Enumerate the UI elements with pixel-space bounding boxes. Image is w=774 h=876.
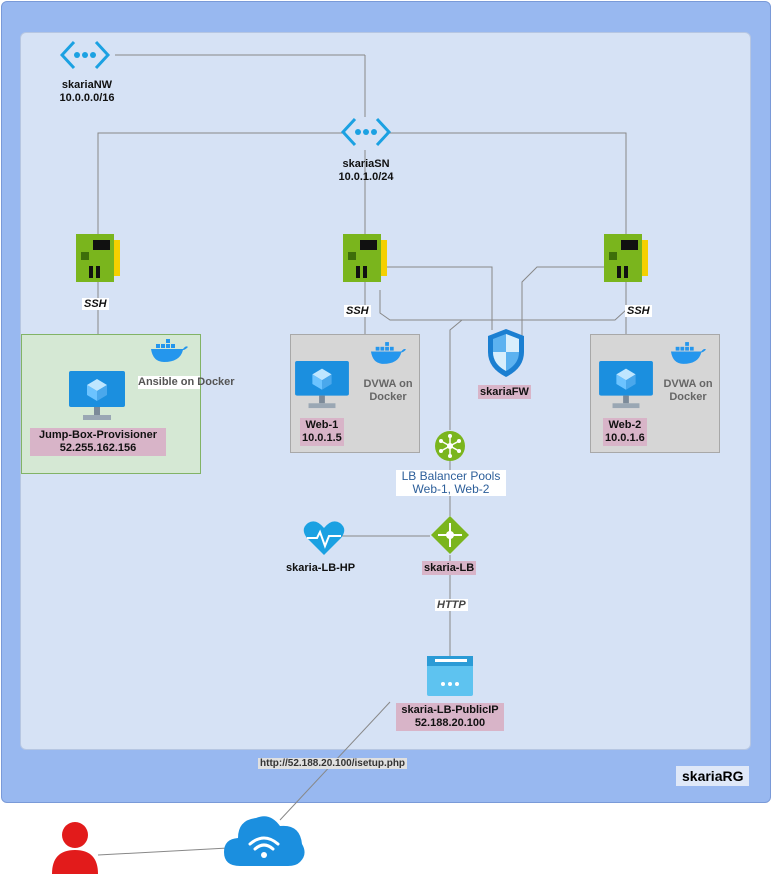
firewall-label: skariaFW [478,385,531,399]
docker-icon [370,342,406,364]
nic-icon [604,234,648,282]
lb-pool-icon [435,431,465,461]
ssh-link-label: SSH [344,305,371,317]
vm-icon [599,360,653,409]
vm-icon [295,360,349,409]
public-ip-icon [427,656,473,696]
health-probe-label: skaria-LB-HP [286,562,356,574]
web2-software-label: DVWA on Docker [663,378,713,403]
docker-icon [151,339,188,362]
nic-icon [76,234,120,282]
health-probe-icon [303,521,345,555]
internet-cloud-icon [224,816,305,866]
nic-icon [343,234,387,282]
ssh-link-label: SSH [82,298,109,310]
web1-software-label: DVWA on Docker [363,378,413,403]
subnet-icon [341,117,391,147]
vm-icon [69,371,125,420]
vnet-icon [60,40,110,70]
url-label: http://52.188.20.100/isetup.php [258,758,408,769]
firewall-shield-icon [488,329,524,377]
load-balancer-label: skaria-LB [422,561,477,575]
docker-icon [670,342,706,364]
user-icon [52,822,98,874]
load-balancer-icon [431,516,469,554]
resource-group-label: skariaRG [676,766,750,786]
ssh-link-label: SSH [625,305,652,317]
http-link-label: HTTP [435,599,468,611]
jumpbox-software-label: Ansible on Docker [138,376,235,389]
